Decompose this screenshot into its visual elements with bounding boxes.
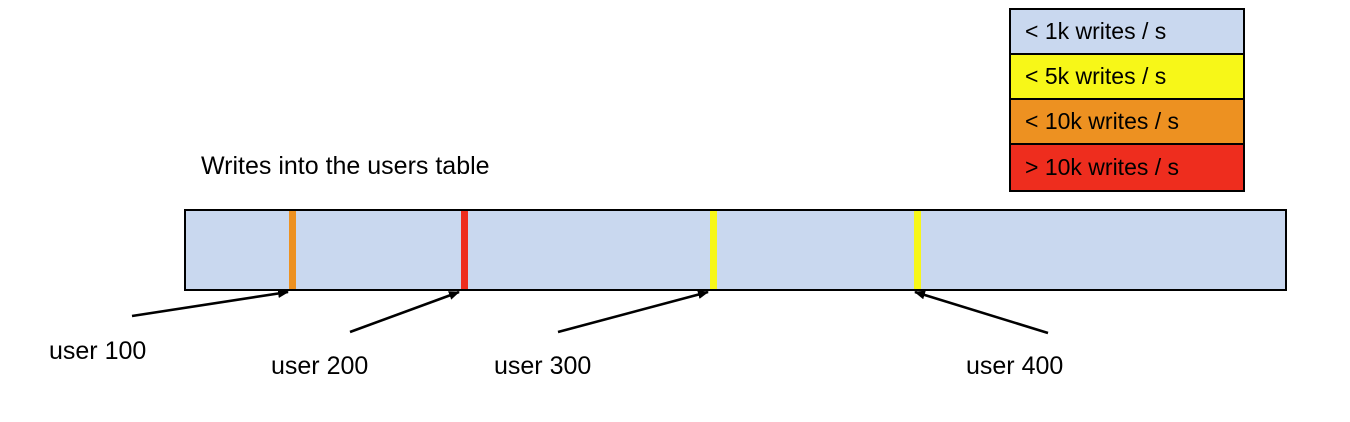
- legend: < 1k writes / s < 5k writes / s < 10k wr…: [1009, 8, 1245, 192]
- arrow-user-400: [914, 290, 1049, 335]
- legend-item-lt-10k: < 10k writes / s: [1011, 100, 1243, 145]
- legend-item-label: < 10k writes / s: [1025, 108, 1180, 134]
- callout-label-user-100: user 100: [49, 337, 147, 365]
- arrow-user-200: [349, 290, 460, 334]
- legend-item-lt-5k: < 5k writes / s: [1011, 55, 1243, 100]
- diagram-title: Writes into the users table: [201, 152, 490, 180]
- arrow-user-300: [557, 290, 709, 334]
- callout-label-user-400: user 400: [966, 352, 1064, 380]
- bar-marker-user-400: [914, 211, 921, 289]
- legend-item-label: < 5k writes / s: [1025, 63, 1167, 89]
- legend-item-label: < 1k writes / s: [1025, 18, 1167, 44]
- arrow-user-100: [131, 289, 289, 318]
- bar-marker-user-200: [461, 211, 468, 289]
- users-table-bar: [184, 209, 1287, 291]
- bar-marker-user-100: [289, 211, 296, 289]
- legend-item-label: > 10k writes / s: [1025, 154, 1180, 180]
- bar-marker-user-300: [710, 211, 717, 289]
- callout-label-user-200: user 200: [271, 352, 369, 380]
- legend-item-gt-10k: > 10k writes / s: [1011, 145, 1243, 190]
- legend-item-lt-1k: < 1k writes / s: [1011, 10, 1243, 55]
- callout-label-user-300: user 300: [494, 352, 592, 380]
